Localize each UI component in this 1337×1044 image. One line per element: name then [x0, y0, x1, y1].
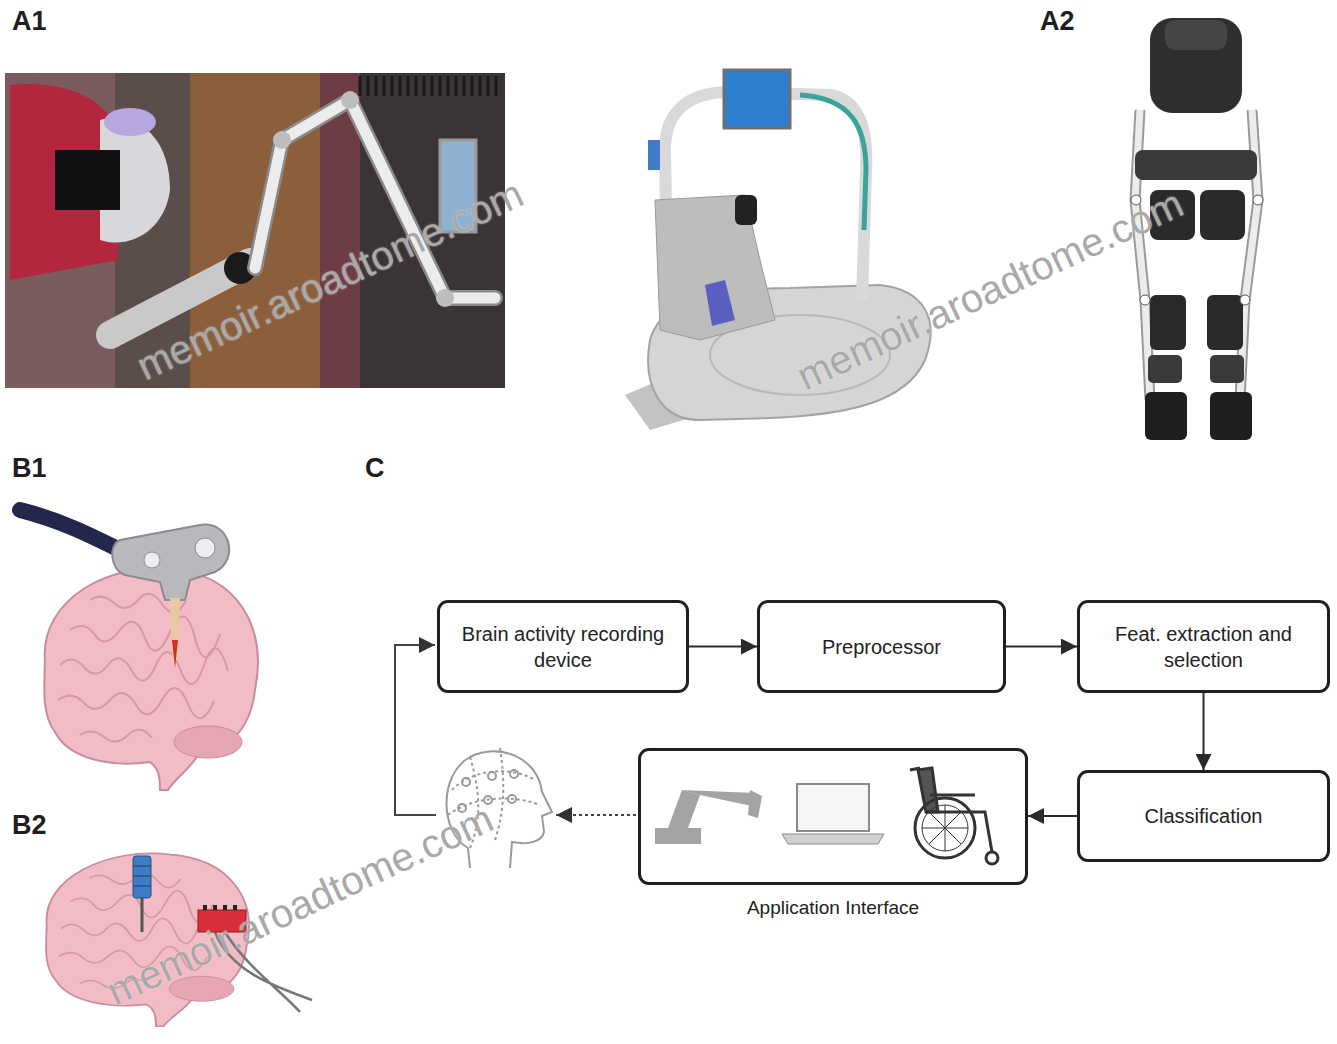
process-box: Feat. extraction and selection [1077, 600, 1330, 693]
panel-letter: B2 [12, 810, 47, 841]
rehab-robot-photo [55, 150, 120, 210]
brain-implant [213, 905, 217, 910]
robot-arm-icon [655, 790, 762, 844]
brain-electrode [112, 525, 229, 600]
exoskeleton [1150, 295, 1186, 350]
rehab-robot-photo [273, 131, 291, 149]
exoskeleton [1165, 20, 1227, 50]
panel-letter: A2 [1040, 6, 1075, 37]
rehab-device [735, 195, 757, 225]
brain-implant [223, 905, 227, 910]
exoskeleton [1148, 355, 1182, 383]
box-label: Preprocessor [822, 634, 941, 660]
brain-electrode [144, 552, 160, 568]
brain-implant [141, 898, 144, 932]
brain-electrode [195, 538, 215, 558]
process-box: Preprocessor [757, 600, 1006, 693]
wheelchair-icon [915, 798, 975, 858]
brain-electrode [172, 640, 178, 668]
exoskeleton [1207, 295, 1243, 350]
rehab-device [625, 70, 931, 430]
eeg-head [462, 778, 470, 786]
laptop-icon [782, 834, 884, 844]
box-label: Classification [1145, 803, 1263, 829]
rehab-device [705, 280, 735, 326]
robot-arm-icon [682, 790, 755, 806]
laptop-icon [797, 784, 869, 831]
brain-implant [133, 866, 151, 886]
brain-electrode [20, 510, 258, 790]
wheelchair-icon [910, 768, 998, 864]
flow-arrow [1006, 646, 1077, 648]
wheelchair-icon [918, 768, 938, 812]
box-label: Brain activity recording device [452, 621, 674, 673]
laptop-icon [782, 784, 884, 844]
flow-arrow [1028, 815, 1077, 817]
robot-arm-icon [655, 828, 701, 844]
box-label: Feat. extraction and selection [1092, 621, 1315, 673]
exoskeleton [1240, 295, 1250, 305]
rehab-robot-photo [104, 108, 156, 136]
eeg-head [508, 795, 516, 803]
eeg-head [510, 770, 518, 778]
brain-implant [133, 856, 151, 898]
exoskeleton [1140, 295, 1150, 305]
flow-arrow [689, 646, 757, 648]
rehab-robot-photo [10, 84, 120, 280]
wheelchair-icon [986, 852, 998, 864]
panel-letter: C [365, 453, 385, 484]
rehab-device [724, 70, 790, 128]
panel-letter: B1 [12, 453, 47, 484]
exoskeleton [1135, 110, 1258, 400]
exoskeleton [1150, 18, 1242, 113]
exoskeleton [1253, 195, 1263, 205]
feedback-arrow [556, 814, 636, 816]
process-box: Classification [1077, 770, 1330, 862]
robot-arm-icon [748, 790, 762, 818]
rehab-device [800, 95, 866, 230]
process-box: Brain activity recording device [437, 600, 689, 693]
exoskeleton [1135, 110, 1258, 400]
flow-arrow [1203, 693, 1205, 770]
robot-arm-icon [668, 790, 700, 828]
exoskeleton [1200, 190, 1245, 240]
wheelchair-icon [910, 768, 992, 852]
box-caption: Application Interface [621, 896, 1045, 921]
panel-letter: A1 [12, 6, 47, 37]
application-box: Application Interface [638, 748, 1028, 885]
eeg-head [488, 772, 496, 780]
exoskeleton [1210, 355, 1244, 383]
eeg-head [484, 796, 492, 804]
rehab-robot-photo [436, 289, 454, 307]
exoskeleton [1210, 392, 1252, 440]
rehab-robot-photo [341, 91, 359, 109]
brain-electrode [44, 568, 258, 790]
exoskeleton [1145, 392, 1187, 440]
exoskeleton [1135, 150, 1257, 180]
rehab-robot-photo [360, 76, 496, 96]
rehab-device [655, 195, 775, 340]
brain-implant [203, 905, 207, 910]
rehab-device [648, 140, 660, 170]
feedback-line [395, 645, 436, 815]
